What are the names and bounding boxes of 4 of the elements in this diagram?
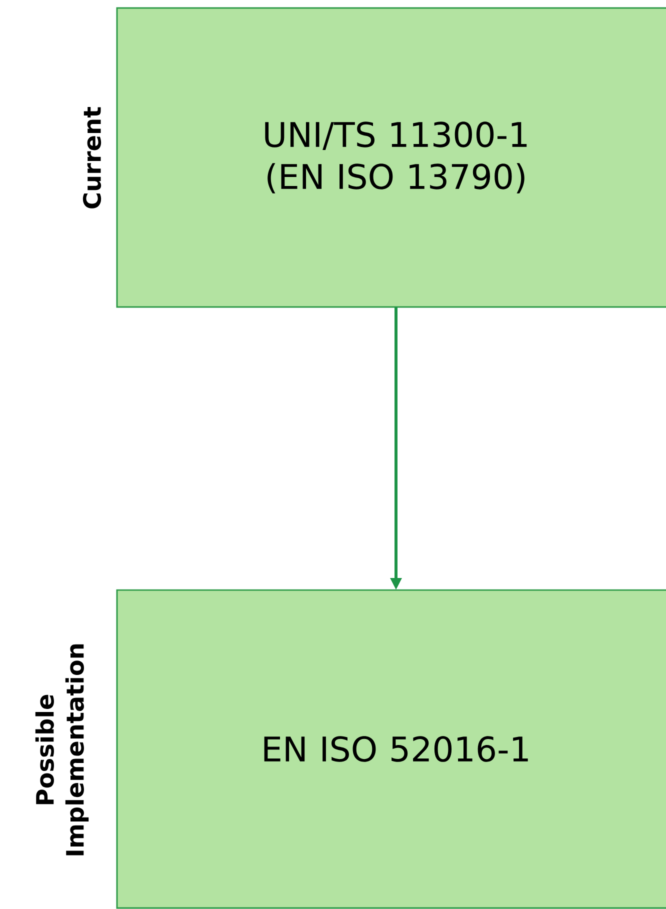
standard-box: UNI/TS 11300-1 (EN ISO 13790) (116, 7, 666, 308)
side-label: Current (82, 106, 102, 208)
side-label: Possible Implementation (35, 644, 89, 856)
standard-box: EN ISO 52016-1 (116, 589, 666, 909)
